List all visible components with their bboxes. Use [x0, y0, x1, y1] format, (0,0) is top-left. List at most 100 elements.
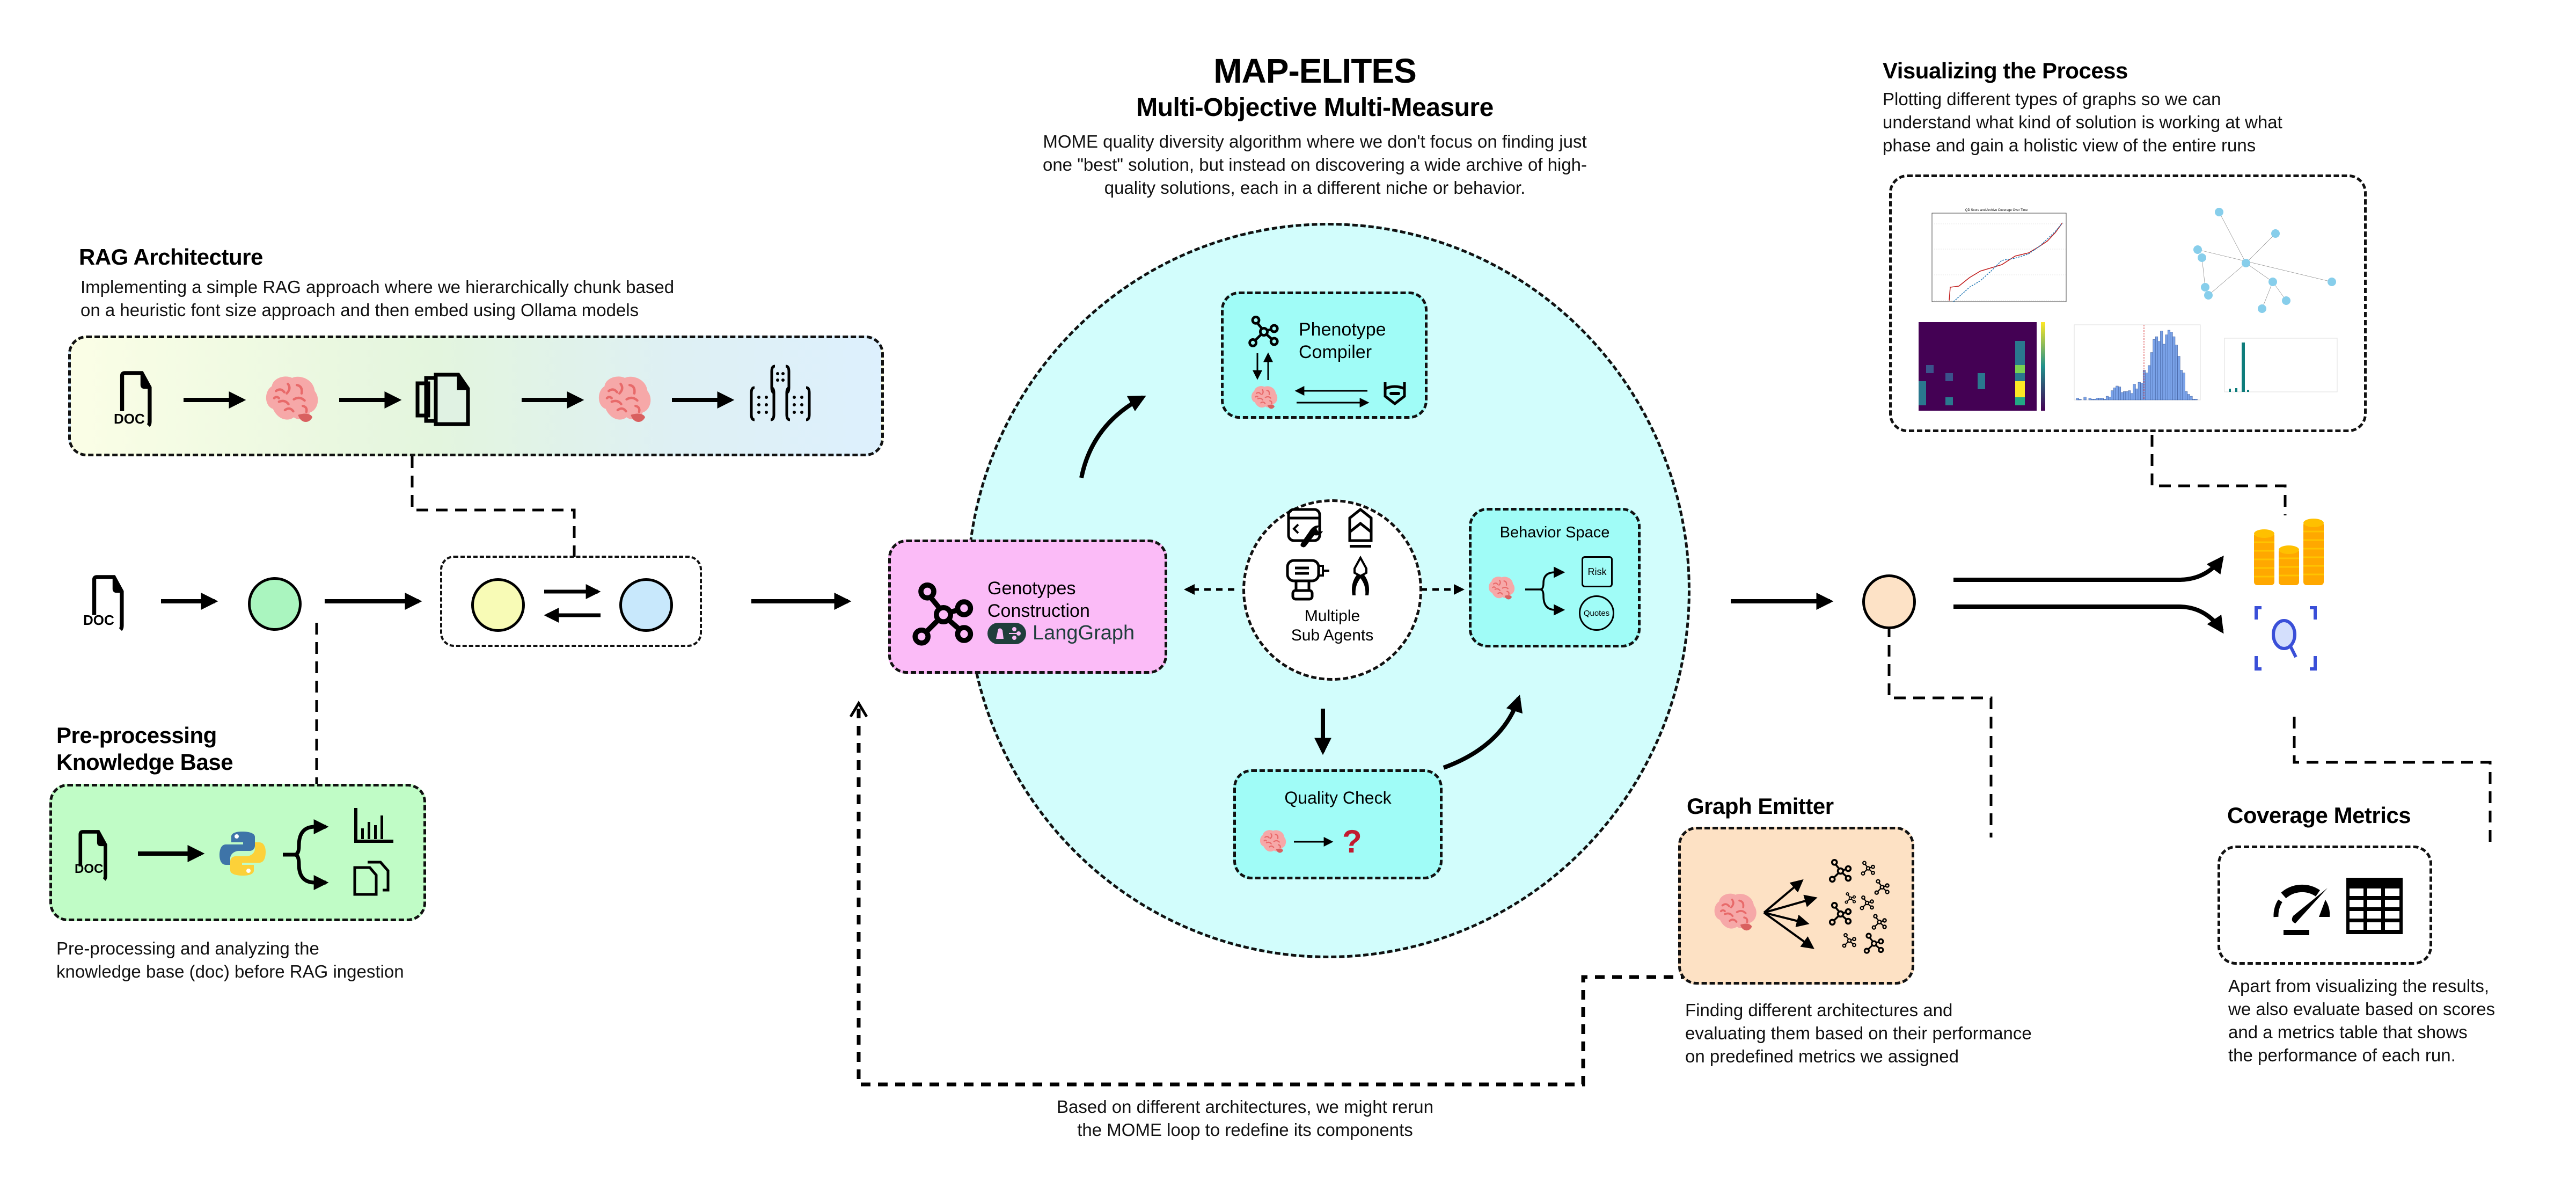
- graph-emitter-box[interactable]: [1678, 827, 1914, 985]
- note-line: the MOME loop to redefine its components: [1077, 1120, 1413, 1140]
- quotes-output: Quotes: [1579, 595, 1614, 631]
- histogram-bar: [2167, 330, 2171, 400]
- emitter-connector: [1887, 625, 1993, 837]
- heading-line: Knowledge Base: [56, 749, 233, 775]
- sub-agents-title: Multiple Sub Agents: [1245, 607, 1419, 645]
- histogram-bar: [2138, 382, 2141, 400]
- histogram-bar: [2185, 391, 2188, 400]
- genotypes-title: Genotypes Construction: [987, 577, 1090, 622]
- bidirectional-arrows-icon: [544, 584, 601, 623]
- histogram-bar: [2088, 398, 2091, 400]
- desc-line: Finding different architectures and: [1685, 1000, 1953, 1020]
- chart-title: QD Score and Archive Coverage Over Time: [1965, 209, 2028, 212]
- histogram-bar: [2150, 352, 2153, 400]
- robot-head-icon: [1384, 382, 1406, 406]
- preprocess-node[interactable]: [248, 577, 302, 631]
- histogram-bar: [2083, 397, 2087, 400]
- embeddings-icon: [750, 365, 811, 421]
- emitter-node[interactable]: [1862, 574, 1916, 629]
- visualizing-description: Plotting different types of graphs so we…: [1883, 88, 2282, 157]
- title-description: MOME quality diversity algorithm where w…: [966, 130, 1664, 199]
- bar-chart-icon: [354, 808, 393, 843]
- langgraph-badge: LangGraph: [987, 622, 1135, 645]
- preprocess-description: Pre-processing and analyzing the knowled…: [56, 937, 404, 983]
- sub-agents-circle[interactable]: Multiple Sub Agents: [1242, 499, 1422, 681]
- histogram-bar: [2116, 385, 2119, 400]
- langgraph-label: LangGraph: [1033, 622, 1135, 644]
- histogram-bar: [2123, 391, 2126, 400]
- genotypes-construction-box[interactable]: Genotypes Construction LangGraph: [888, 540, 1167, 674]
- arrow-icon: [138, 845, 205, 862]
- split-arrow-icon: [283, 819, 329, 890]
- desc-line: phase and gain a holistic view of the en…: [1883, 135, 2256, 155]
- histogram-bar: [2190, 396, 2193, 400]
- histogram-bar: [2098, 398, 2102, 400]
- desc-line: Implementing a simple RAG approach where…: [80, 277, 675, 297]
- gauge-icon: [2273, 884, 2330, 935]
- emitter-heading: Graph Emitter: [1687, 793, 1834, 819]
- viz-connector: [2150, 435, 2287, 515]
- desc-line: one "best" solution, but instead on disc…: [1042, 155, 1587, 174]
- histogram-thumbnail[interactable]: [2063, 319, 2203, 408]
- histogram-bar: [2153, 339, 2156, 400]
- title-block: MAP-ELITES Multi-Objective Multi-Measure…: [966, 51, 1664, 199]
- histogram-bar: [2162, 344, 2165, 400]
- desc-line: quality solutions, each in a different n…: [1104, 178, 1526, 198]
- title-line: Multiple: [1304, 607, 1360, 625]
- histogram-bar: [2105, 396, 2109, 400]
- behavior-space-box[interactable]: Behavior Space Risk Quotes: [1469, 508, 1641, 647]
- risk-output: Risk: [1582, 556, 1613, 587]
- histogram-bar: [2093, 399, 2097, 400]
- arrow-icon: [339, 391, 402, 409]
- heading-line: Pre-processing: [56, 723, 217, 748]
- code-wrench-icon: [1287, 508, 1323, 548]
- histogram-bar: [2091, 399, 2094, 400]
- preprocess-box: DOC: [49, 784, 426, 921]
- arrow-icon: [672, 391, 735, 409]
- brain-icon: [1488, 575, 1516, 600]
- pliers-icon: [1352, 555, 1369, 595]
- qd-score-chart-thumbnail[interactable]: QD Score and Archive Coverage Over Time: [1911, 207, 2067, 302]
- desc-line: on predefined metrics we assigned: [1685, 1046, 1959, 1066]
- histogram-bar: [2182, 373, 2185, 400]
- loop-back-connector: [857, 709, 1690, 1087]
- visualizations-box: QD Score and Archive Coverage Over Time: [1889, 174, 2367, 432]
- histogram-bar: [2118, 387, 2121, 400]
- histogram-bar: [2157, 341, 2161, 400]
- graph-cluster-icon: [1828, 846, 1890, 964]
- rag-node-a[interactable]: [471, 578, 525, 632]
- preprocess-heading: Pre-processing Knowledge Base: [56, 722, 233, 776]
- coverage-metrics-box[interactable]: [2218, 846, 2432, 965]
- arrow-icon: [1294, 837, 1334, 847]
- rag-node-b[interactable]: [619, 578, 673, 632]
- histogram-bar: [2145, 373, 2148, 400]
- desc-line: the performance of each run.: [2228, 1045, 2456, 1065]
- phenotype-compiler-box[interactable]: Phenotype Compiler: [1221, 292, 1428, 419]
- quality-check-box[interactable]: Quality Check ?: [1233, 769, 1443, 879]
- histogram-bar: [2096, 398, 2099, 400]
- histogram-bar: [2128, 390, 2131, 400]
- note-line: Based on different architectures, we mig…: [1057, 1097, 1433, 1117]
- histogram-bar: [2135, 388, 2139, 400]
- coverage-connector: [2293, 717, 2492, 848]
- doc-label: DOC: [114, 411, 145, 427]
- title-line: Compiler: [1299, 342, 1372, 362]
- doc-label: DOC: [83, 612, 114, 628]
- langgraph-logo-icon: [987, 622, 1026, 644]
- chunks-icon: [415, 373, 470, 426]
- knowledge-graph-thumbnail[interactable]: [2187, 201, 2348, 313]
- documents-icon: [353, 861, 390, 896]
- font-size-bar-thumbnail[interactable]: [2214, 333, 2343, 397]
- metrics-table-icon: [2346, 878, 2403, 934]
- arrow-icon: [522, 391, 584, 409]
- histogram-bar: [2160, 331, 2163, 400]
- qd-score-series: [1949, 222, 2063, 301]
- histogram-bar: [2113, 388, 2116, 400]
- behavior-title: Behavior Space: [1499, 524, 1610, 541]
- heatmap-thumbnail[interactable]: [1919, 322, 2047, 411]
- title-line: Phenotype: [1299, 319, 1386, 340]
- histogram-bar: [2125, 391, 2128, 400]
- coins-stack-icon: [2254, 519, 2324, 585]
- desc-line: evaluating them based on their performan…: [1685, 1023, 2032, 1043]
